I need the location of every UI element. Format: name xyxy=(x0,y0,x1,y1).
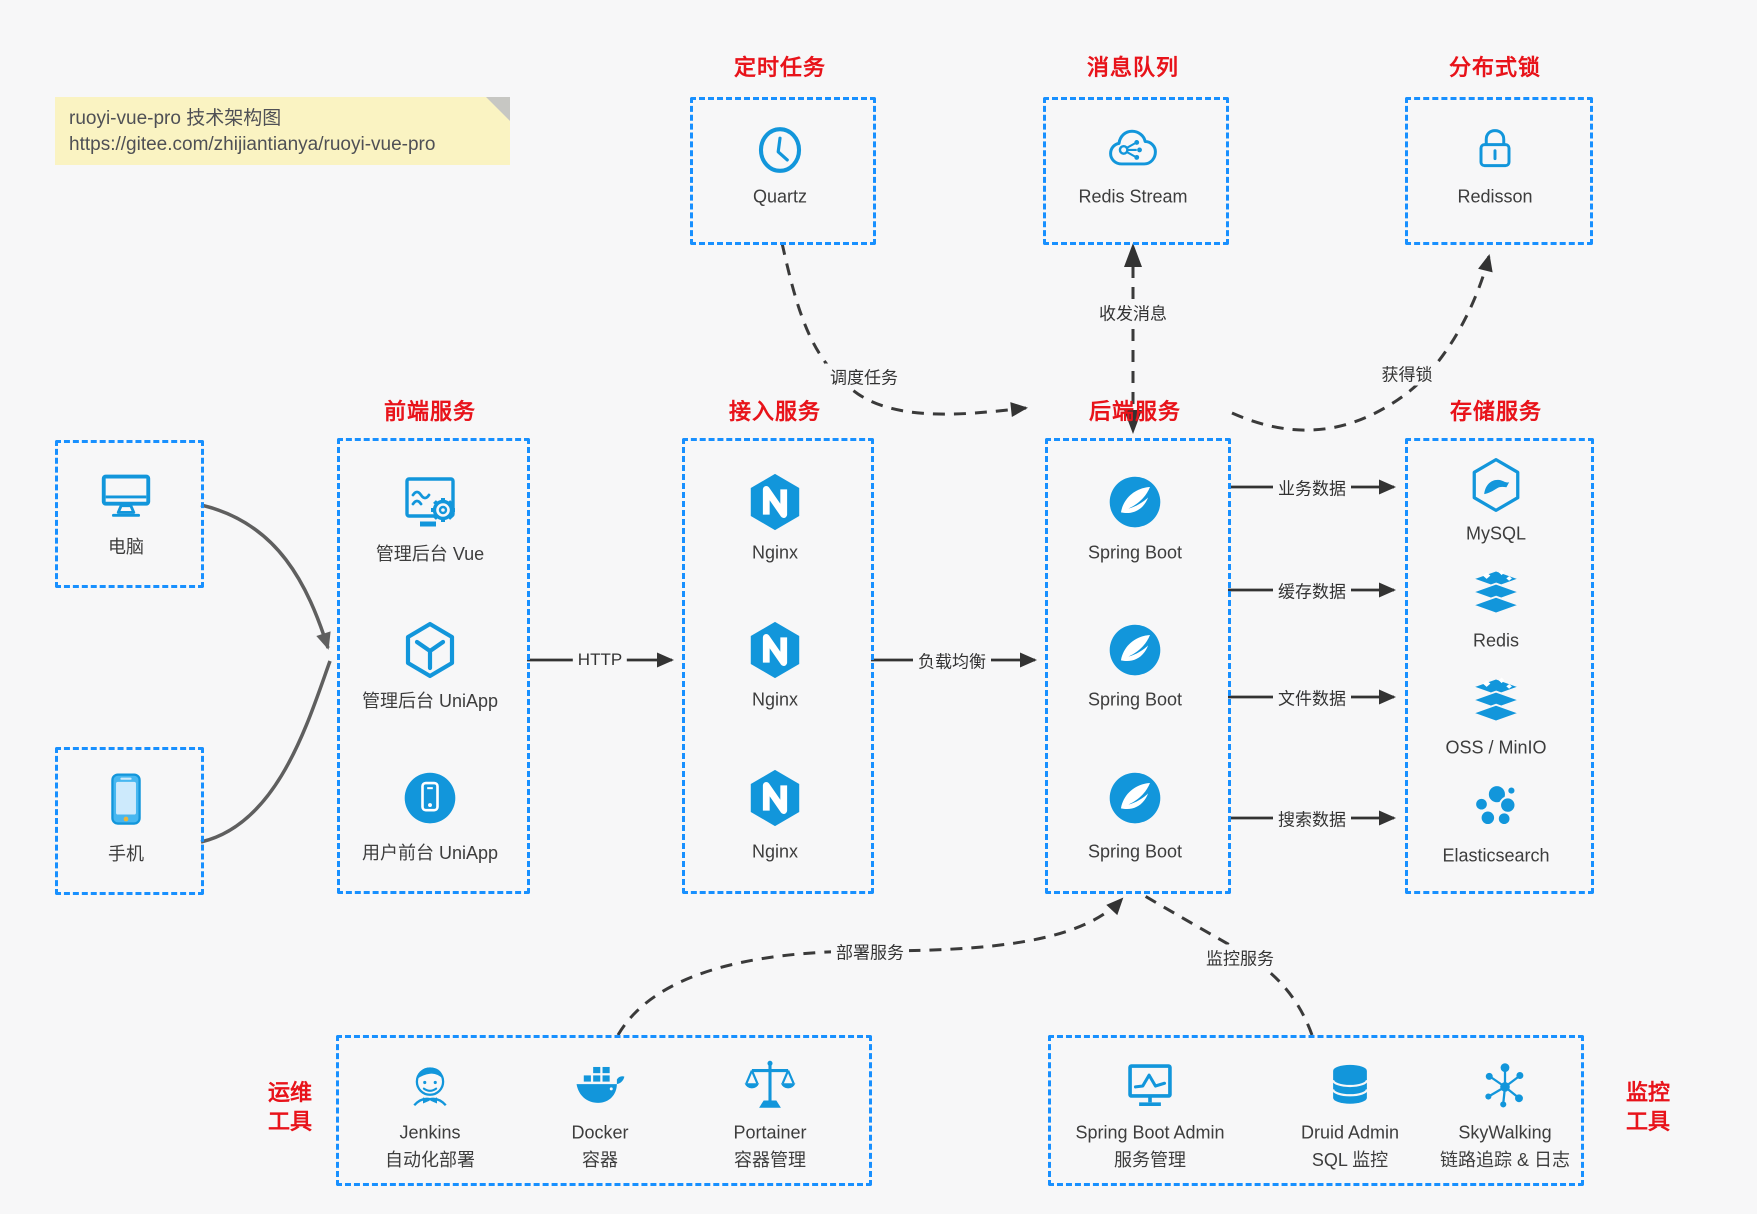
node-sublabel-docker: 容器 xyxy=(582,1150,618,1170)
edge-label-monitor-service: 监控服务 xyxy=(1201,944,1279,970)
node-label-sba: Spring Boot Admin xyxy=(1075,1122,1225,1143)
node-label-springboot-1: Spring Boot xyxy=(1087,542,1183,563)
edge-label-load-balance: 负载均衡 xyxy=(913,647,991,673)
edge-pc-to-frontend xyxy=(200,503,331,650)
node-label-user-uniapp: 用户前台 UniApp xyxy=(361,843,499,863)
node-sublabel-druid: SQL 监控 xyxy=(1311,1150,1389,1170)
oss-icon xyxy=(1466,670,1526,730)
group-title-frontend: 前端服务 xyxy=(383,399,477,424)
edge-label-deploy-service: 部署服务 xyxy=(831,938,909,964)
frontend-group-box xyxy=(337,438,530,894)
lock-group-box xyxy=(1405,97,1593,245)
node-label-springboot-2: Spring Boot xyxy=(1087,689,1183,710)
lock-icon xyxy=(1467,121,1523,177)
sticky-note: ruoyi-vue-pro 技术架构图 https://gitee.com/zh… xyxy=(55,97,510,165)
group-title-storage: 存储服务 xyxy=(1449,399,1543,424)
node-label-oss-minio: OSS / MinIO xyxy=(1445,737,1547,758)
node-label-nginx-2: Nginx xyxy=(751,689,799,710)
group-title-lock: 分布式锁 xyxy=(1448,55,1542,80)
edge-label-schedule-task: 调度任务 xyxy=(825,363,903,389)
nginx-icon xyxy=(744,619,806,681)
edge-label-acquire-lock: 获得锁 xyxy=(1376,360,1438,386)
node-label-nginx-1: Nginx xyxy=(751,542,799,563)
node-label-admin-vue: 管理后台 Vue xyxy=(375,544,485,564)
node-label-elasticsearch: Elasticsearch xyxy=(1442,845,1550,866)
edge-label-file-data: 文件数据 xyxy=(1273,684,1351,710)
smartphone-icon xyxy=(97,769,155,831)
node-label-mysql: MySQL xyxy=(1465,523,1527,544)
node-sublabel-portainer: 容器管理 xyxy=(734,1150,806,1170)
skywalking-icon xyxy=(1477,1058,1533,1114)
cloud-message-icon xyxy=(1103,121,1163,177)
ops-group-box xyxy=(336,1035,872,1186)
uniapp-cube-icon xyxy=(398,618,462,682)
elasticsearch-icon xyxy=(1467,777,1525,835)
node-label-quartz: Quartz xyxy=(752,186,808,207)
node-label-redis-stream: Redis Stream xyxy=(1078,186,1188,207)
spring-boot-icon xyxy=(1105,768,1165,828)
monitor-label-line1: 监控 xyxy=(1625,1080,1671,1105)
edge-label-search-data: 搜索数据 xyxy=(1273,805,1351,831)
note-url: https://gitee.com/zhijiantianya/ruoyi-vu… xyxy=(69,134,436,155)
ops-label-line1: 运维 xyxy=(267,1080,313,1105)
monitor-group-box xyxy=(1048,1035,1584,1186)
group-title-scheduler: 定时任务 xyxy=(733,55,827,80)
node-sublabel-skywalking: 链路追踪 & 日志 xyxy=(1439,1150,1571,1170)
mysql-icon xyxy=(1467,456,1525,514)
node-label-redisson: Redisson xyxy=(1457,186,1533,207)
node-label-portainer: Portainer xyxy=(733,1122,807,1143)
mq-group-box xyxy=(1043,97,1229,245)
backend-group-box xyxy=(1045,438,1231,894)
nginx-icon xyxy=(744,767,806,829)
druid-icon xyxy=(1323,1058,1377,1114)
group-title-backend: 后端服务 xyxy=(1088,399,1182,424)
desktop-icon xyxy=(95,465,157,525)
node-sublabel-sba: 服务管理 xyxy=(1114,1150,1186,1170)
edge-label-send-receive-msg: 收发消息 xyxy=(1094,299,1172,325)
user-uniapp-icon xyxy=(400,768,460,828)
spring-boot-icon xyxy=(1105,472,1165,532)
note-fold-corner xyxy=(486,97,510,121)
node-label-springboot-3: Spring Boot xyxy=(1087,841,1183,862)
edge-label-http: HTTP xyxy=(572,650,628,670)
springboot-admin-icon xyxy=(1121,1058,1179,1114)
jenkins-icon xyxy=(402,1058,458,1114)
node-label-pc: 电脑 xyxy=(108,537,144,557)
nginx-icon xyxy=(744,471,806,533)
msg-arrowhead-up xyxy=(1124,243,1142,267)
mobile-client-box xyxy=(55,747,204,895)
node-label-druid: Druid Admin xyxy=(1300,1122,1400,1143)
group-title-gateway: 接入服务 xyxy=(728,399,822,424)
node-label-docker: Docker xyxy=(571,1122,629,1143)
edge-label-cache-data: 缓存数据 xyxy=(1273,577,1351,603)
docker-icon xyxy=(570,1058,630,1114)
edge-schedule-task xyxy=(780,242,1028,418)
ops-label-line2: 工具 xyxy=(267,1109,313,1134)
storage-group-box xyxy=(1405,438,1594,894)
edge-deploy-service xyxy=(616,897,1124,1036)
admin-vue-icon xyxy=(398,472,462,532)
gateway-group-box xyxy=(682,438,874,894)
monitor-label-line2: 工具 xyxy=(1625,1109,1671,1134)
ops-tools-label: 运维 工具 xyxy=(268,1078,312,1136)
edge-mobile-to-frontend xyxy=(200,660,332,844)
clock-icon xyxy=(751,121,809,179)
edge-label-business-data: 业务数据 xyxy=(1273,474,1351,500)
monitor-tools-label: 监控 工具 xyxy=(1626,1078,1670,1136)
pc-client-box xyxy=(55,440,204,588)
node-sublabel-jenkins: 自动化部署 xyxy=(385,1150,475,1170)
node-label-nginx-3: Nginx xyxy=(751,841,799,862)
note-title: ruoyi-vue-pro 技术架构图 xyxy=(69,108,282,129)
group-title-mq: 消息队列 xyxy=(1086,55,1180,80)
node-label-mobile: 手机 xyxy=(108,844,144,864)
node-label-jenkins: Jenkins xyxy=(399,1122,461,1143)
node-label-admin-uniapp: 管理后台 UniApp xyxy=(361,691,499,711)
spring-boot-icon xyxy=(1105,620,1165,680)
node-label-skywalking: SkyWalking xyxy=(1458,1122,1552,1143)
redis-icon xyxy=(1466,562,1526,622)
scheduler-group-box xyxy=(690,97,876,245)
portainer-icon xyxy=(741,1057,799,1115)
node-label-redis: Redis xyxy=(1472,630,1520,651)
